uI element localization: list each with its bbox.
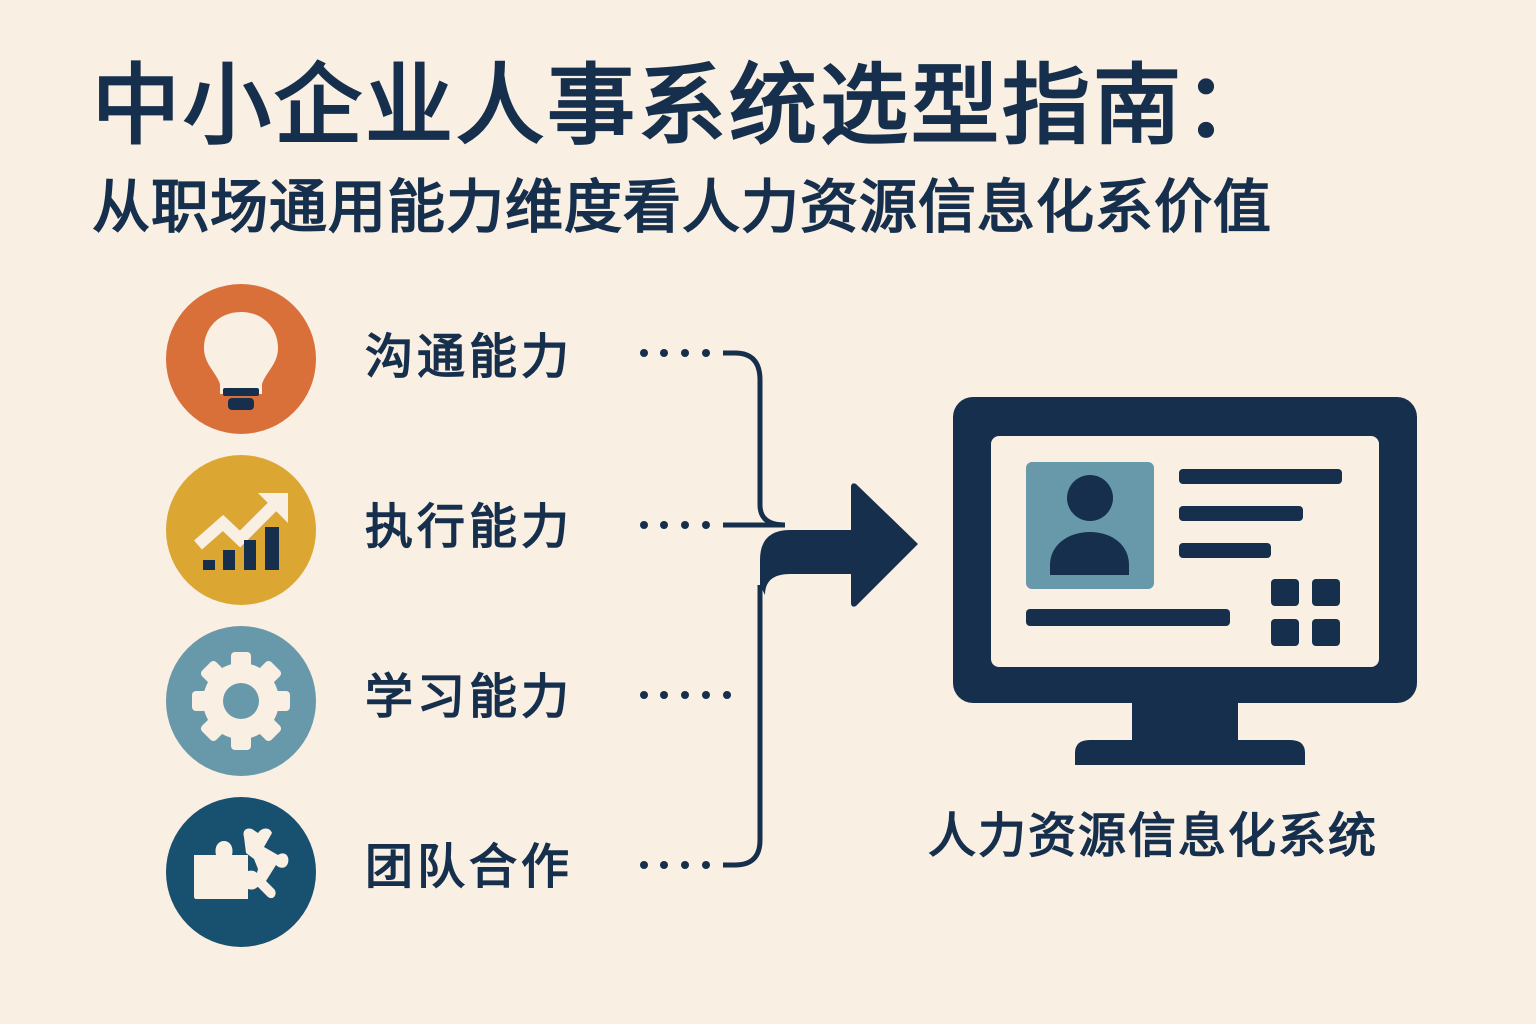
puzzle-icon	[166, 797, 316, 947]
skill-label-communication: 沟通能力	[365, 329, 574, 385]
skill-label-execution: 执行能力	[365, 499, 574, 555]
system-label: 人力资源信息化系统	[928, 808, 1379, 864]
page-subtitle: 从职场通用能力维度看人力资源信息化系价值	[92, 173, 1273, 241]
lightbulb-icon	[166, 284, 316, 434]
monitor-profile-icon	[953, 397, 1417, 765]
page-title: 中小企业人事系统选型指南：	[92, 54, 1276, 157]
growth-chart-icon	[166, 455, 316, 605]
skill-label-learning: 学习能力	[365, 669, 574, 725]
gear-icon	[166, 626, 316, 776]
skill-label-teamwork: 团队合作	[365, 839, 574, 895]
